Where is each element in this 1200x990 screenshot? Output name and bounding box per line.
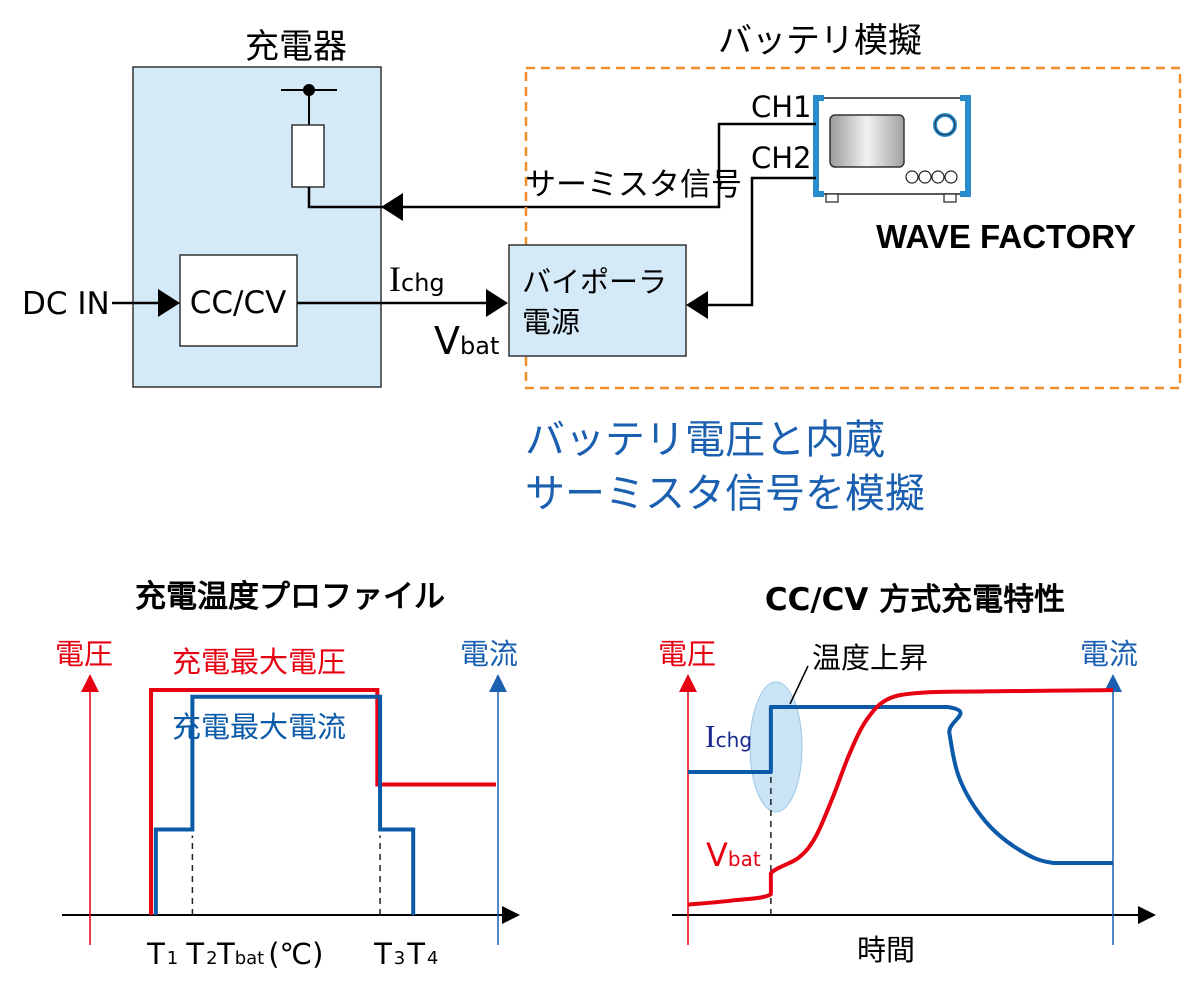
chart2-title: CC/CV 方式充電特性 [765,582,1065,618]
arrow-left-icon [381,193,403,221]
bipolar-label-line2: 電源 [522,305,580,339]
arrow-right-icon [158,289,180,317]
bipolar-label-line1: バイポーラ [522,265,667,299]
chart1-left-axis-label: 電圧 [55,637,113,671]
battery-voltage-line [687,688,1114,907]
block-diagram: 充電器 サーミスタ信号 CC/CV DC IN Ichg Vbat バッテリ模擬 [22,21,1182,517]
ccv-block [179,254,298,347]
dc-in-label: DC IN [22,286,110,322]
right-axis-arrow-icon [489,674,507,692]
bipolar-power-block [508,244,687,357]
annotation-leader-line [789,665,809,705]
charge-current-line [688,705,1113,865]
arrow-right-icon [486,289,508,317]
left-axis-arrow-icon [81,674,99,692]
thermistor-signal-line [441,122,800,209]
x-axis-arrow-icon [1138,906,1156,924]
chart2-xlabel: 時間 [857,933,915,967]
caption-line2: サーミスタ信号を模擬 [525,471,925,517]
left-axis-arrow-icon [679,674,697,692]
charger-title: 充電器 [245,27,347,67]
ch1-label: CH1 [751,90,812,124]
chart1-right-axis-label: 電流 [460,637,518,671]
vbat-series-label: Vbat [706,836,761,874]
signal-generator-icon [813,95,971,203]
vbat-label: Vbat [434,319,499,363]
temperature-rise-ellipse [749,681,803,813]
thermistor-signal-label: サーミスタ信号 [525,167,742,203]
chart1-xlabel: Tbat(℃) [216,937,323,971]
chart1-title: 充電温度プロファイル [135,579,445,615]
series-label-max-current: 充電最大電流 [172,710,346,744]
right-axis-arrow-icon [1104,674,1122,692]
chart2-right-axis-label: 電流 [1080,637,1138,671]
ch2-label: CH2 [751,141,812,175]
battery-sim-box [524,66,1182,390]
max-voltage-line [149,688,496,915]
device-name: WAVE FACTORY [876,218,1136,255]
ichg-label: Ichg [389,259,445,299]
arrow-left-icon [686,291,708,319]
ccv-charging-characteristics-chart: CC/CV 方式充電特性 電圧 電流 温度上昇 Ichg Vbat 時間 [658,582,1156,967]
max-current-line [153,694,416,915]
series-label-max-voltage: 充電最大電圧 [172,645,346,679]
x-axis-arrow-icon [502,906,520,924]
ccv-label: CC/CV [190,285,287,321]
caption-line1: バッテリ電圧と内蔵 [525,417,885,463]
chart2-left-axis-label: 電圧 [658,637,716,671]
ch2-line [706,176,800,307]
ichg-series-label: Ichg [705,718,752,754]
temperature-rise-annotation: 温度上昇 [812,641,928,675]
battery-sim-title: バッテリ模擬 [718,21,922,61]
